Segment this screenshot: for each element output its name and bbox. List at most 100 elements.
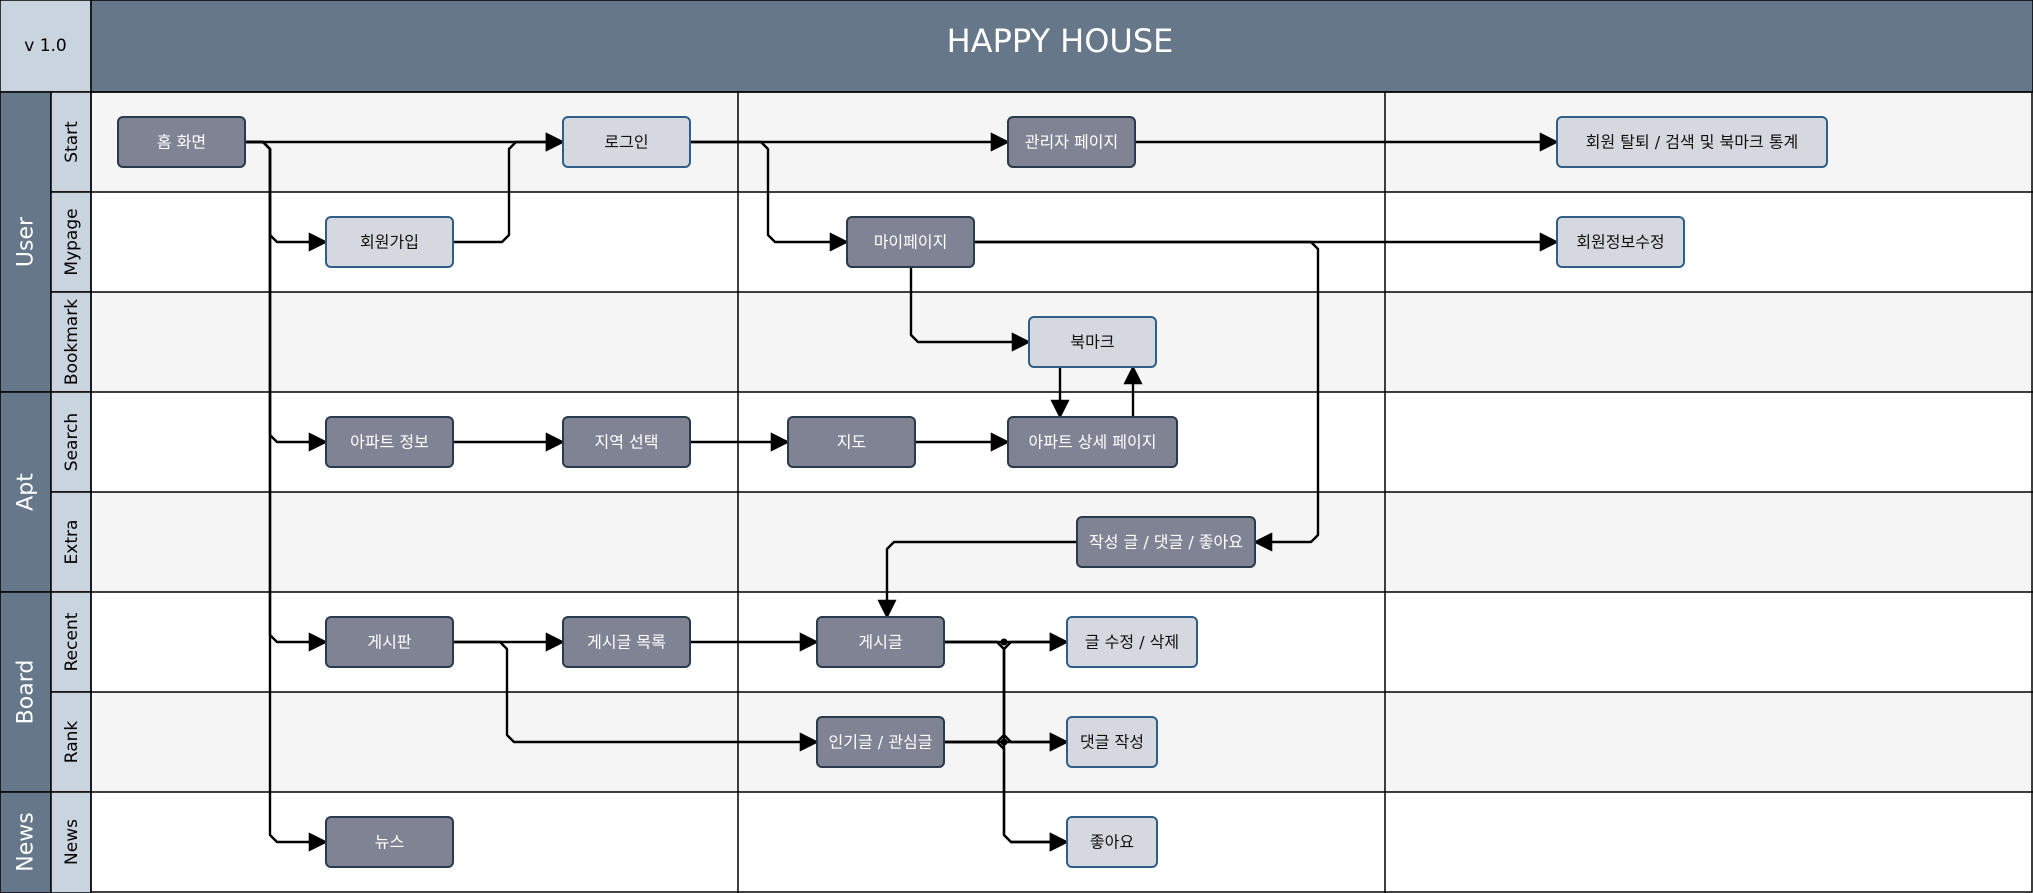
node-label: 로그인	[604, 133, 648, 152]
node-label: 댓글 작성	[1080, 733, 1144, 752]
node-label: 회원가입	[360, 233, 419, 252]
node-box	[846, 216, 975, 268]
arrow-mypage-to-my-activity	[974, 240, 1320, 552]
title-bar	[90, 0, 2033, 93]
node-box	[1066, 816, 1158, 868]
node-region: 지역 선택	[562, 416, 691, 468]
lane-label-news: News	[62, 819, 82, 865]
node-box	[1007, 116, 1136, 168]
node-box	[1556, 216, 1685, 268]
arrow-login-to-mypage	[690, 140, 849, 252]
lane-cell-recent	[50, 591, 92, 693]
node-label: 게시글	[858, 633, 902, 652]
lane-cell-news	[50, 791, 92, 893]
node-like: 좋아요	[1066, 816, 1158, 868]
node-post-edit: 글 수정 / 삭제	[1066, 616, 1198, 668]
node-box	[562, 616, 691, 668]
version-label: v 1.0	[24, 36, 67, 56]
connector-junction	[1000, 738, 1008, 746]
outer-border	[90, 91, 2033, 893]
connector-junction	[1000, 638, 1008, 646]
node-apt-info: 아파트 정보	[325, 416, 454, 468]
node-home: 홈 화면	[117, 116, 246, 168]
node-post: 게시글	[816, 616, 945, 668]
node-label: 글 수정 / 삭제	[1085, 633, 1179, 652]
node-label: 좋아요	[1090, 833, 1134, 852]
lane-label-start: Start	[62, 121, 82, 163]
node-signup: 회원가입	[325, 216, 454, 268]
node-bookmark: 북마크	[1028, 316, 1157, 368]
node-label: 인기글 / 관심글	[829, 733, 933, 752]
node-profile-edit: 회원정보수정	[1556, 216, 1685, 268]
group-cell-board	[0, 591, 52, 793]
node-box	[1066, 616, 1198, 668]
node-comment: 댓글 작성	[1066, 716, 1158, 768]
node-news: 뉴스	[325, 816, 454, 868]
lane-label-bookmark: Bookmark	[62, 299, 82, 385]
version-cell	[0, 0, 92, 93]
node-login: 로그인	[562, 116, 691, 168]
node-box	[562, 416, 691, 468]
group-cell-news	[0, 791, 52, 893]
lane-cell-mypage	[50, 191, 92, 293]
arrow-mypage-to-bookmark	[909, 267, 1031, 352]
node-box	[325, 416, 454, 468]
node-label: 회원 탈퇴 / 검색 및 북마크 통계	[1586, 133, 1799, 152]
arrow-signup-to-login	[453, 132, 565, 244]
node-box	[117, 116, 246, 168]
node-label: 뉴스	[375, 833, 404, 852]
lane-label-mypage: Mypage	[62, 208, 82, 275]
lane-cell-extra	[50, 491, 92, 593]
group-label-board: Board	[14, 660, 39, 725]
lane-label-search: Search	[62, 413, 82, 471]
node-my-activity: 작성 글 / 댓글 / 좋아요	[1076, 516, 1256, 568]
node-box	[816, 716, 945, 768]
lane-label-extra: Extra	[62, 520, 82, 565]
node-label: 회원정보수정	[1576, 233, 1664, 252]
node-box	[325, 816, 454, 868]
group-column: User Apt Board News	[0, 91, 52, 893]
node-label: 마이페이지	[874, 233, 948, 252]
node-box	[1066, 716, 1158, 768]
node-label: 게시글 목록	[587, 633, 666, 652]
node-box	[562, 116, 691, 168]
node-box	[325, 216, 454, 268]
node-popular: 인기글 / 관심글	[816, 716, 945, 768]
diagram-title: HAPPY HOUSE	[947, 22, 1174, 60]
node-board: 게시판	[325, 616, 454, 668]
lane-label-recent: Recent	[62, 612, 82, 671]
node-post-list: 게시글 목록	[562, 616, 691, 668]
node-label: 홈 화면	[157, 133, 206, 152]
group-cell-apt	[0, 391, 52, 593]
node-stats: 회원 탈퇴 / 검색 및 북마크 통계	[1556, 116, 1828, 168]
arrow-my-activity-to-post	[877, 540, 1077, 619]
node-box	[1007, 416, 1178, 468]
node-label: 관리자 페이지	[1025, 133, 1118, 152]
node-apt-detail: 아파트 상세 페이지	[1007, 416, 1178, 468]
node-map: 지도	[787, 416, 916, 468]
arrow-board-to-popular	[453, 640, 819, 752]
node-box	[325, 616, 454, 668]
node-box	[1028, 316, 1157, 368]
group-label-apt: Apt	[14, 473, 39, 511]
lane-label-column: Start Mypage Bookmark Search Extra Recen…	[50, 91, 92, 893]
node-label: 지도	[837, 433, 866, 452]
node-label: 지역 선택	[595, 433, 659, 452]
node-label: 게시판	[367, 633, 411, 652]
lane-label-rank: Rank	[62, 721, 82, 764]
group-label-user: User	[14, 216, 39, 267]
arrow-home-to-news	[245, 140, 328, 852]
grid-lines	[90, 91, 2033, 893]
group-label-news: News	[14, 812, 39, 871]
node-admin: 관리자 페이지	[1007, 116, 1136, 168]
node-label: 작성 글 / 댓글 / 좋아요	[1089, 533, 1243, 552]
node-box	[787, 416, 916, 468]
node-label: 북마크	[1070, 333, 1114, 352]
node-box	[816, 616, 945, 668]
connectors	[245, 132, 1559, 852]
node-mypage: 마이페이지	[846, 216, 975, 268]
group-cell-user	[0, 91, 52, 393]
arrow-popular-to-like	[944, 740, 1069, 852]
